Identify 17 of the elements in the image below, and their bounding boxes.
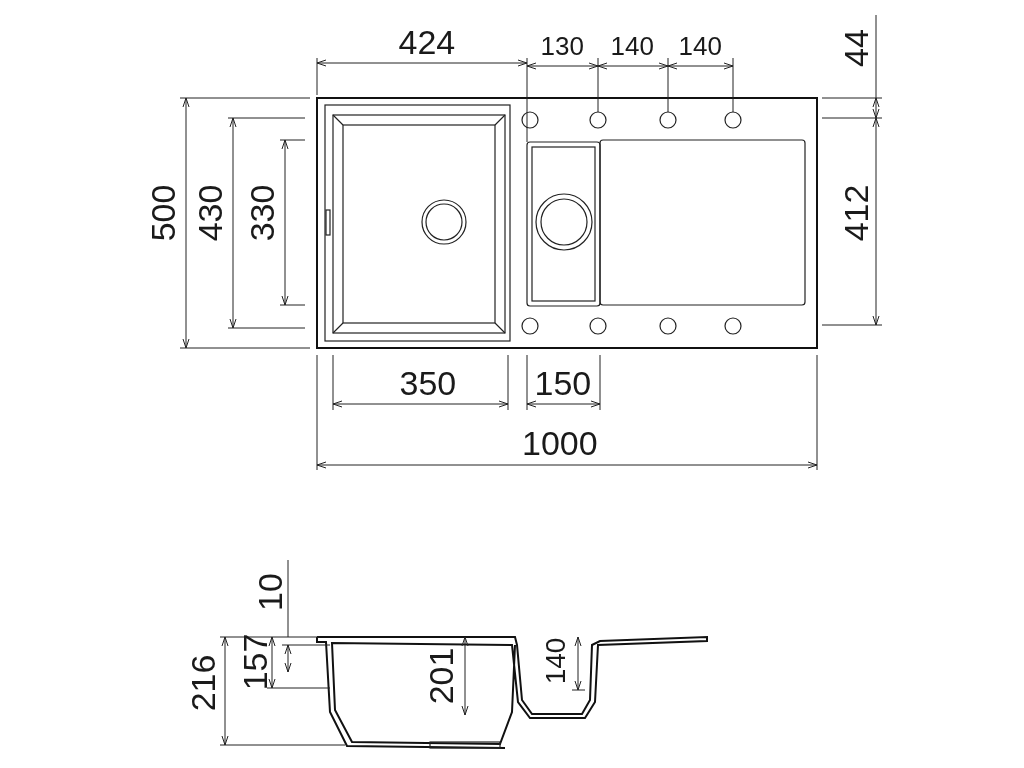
dimension-label: 424 (398, 25, 456, 59)
dimension-label: 412 (838, 184, 873, 242)
dimension-label: 157 (237, 633, 272, 691)
dimension-label: 350 (399, 366, 457, 400)
dimension-label: 201 (423, 647, 458, 705)
dimension-label: 500 (145, 184, 180, 242)
dimension-label: 140 (610, 33, 654, 59)
dimension-label: 330 (244, 184, 279, 242)
dimension-label: 44 (838, 29, 873, 67)
dimension-label: 140 (541, 637, 570, 685)
dimension-label: 140 (678, 33, 722, 59)
dimension-label: 10 (252, 573, 287, 611)
dimension-label: 430 (192, 184, 227, 242)
dimension-label: 150 (534, 366, 592, 400)
dimension-label: 216 (185, 654, 220, 712)
dimension-label: 130 (540, 33, 584, 59)
dimension-label: 1000 (522, 426, 598, 460)
